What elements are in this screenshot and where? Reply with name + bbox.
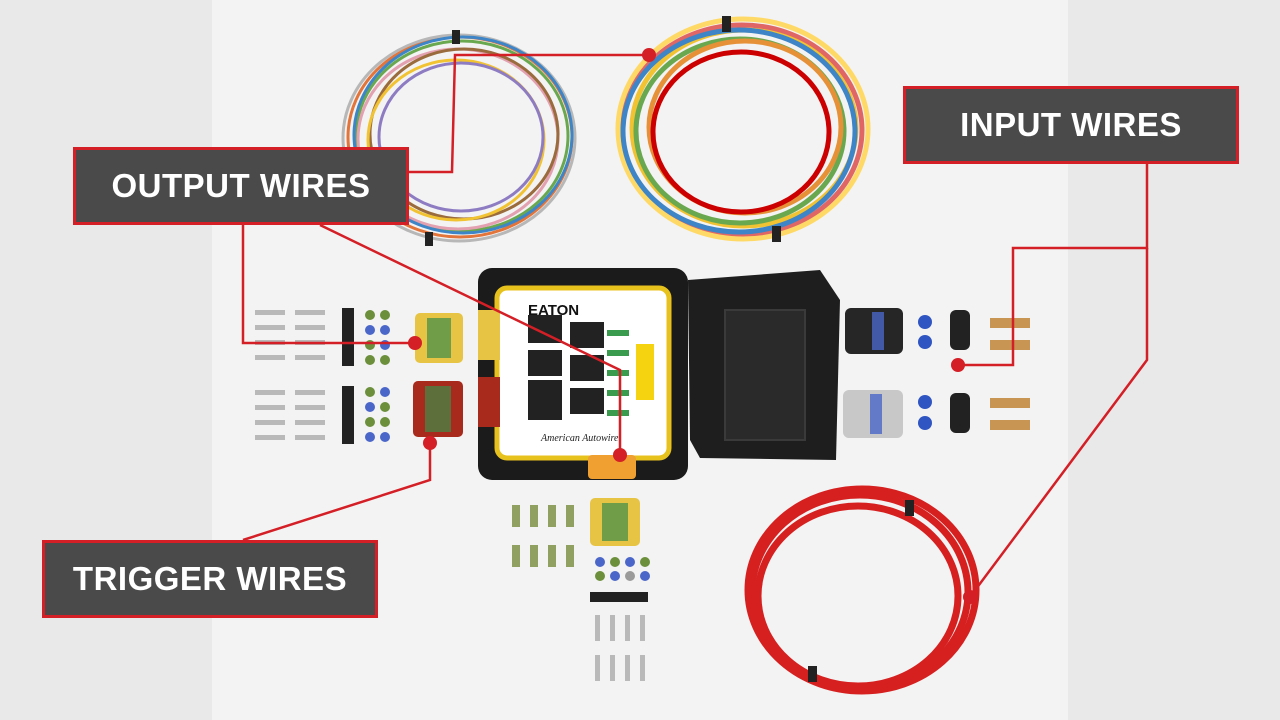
terminal-pins-left [255,308,354,444]
input-leader-to-coil [968,248,1149,598]
wire-seals-left [365,310,390,442]
red-power-wire-coil [744,485,980,695]
output-wires-label: OUTPUT WIRES [111,167,371,204]
relay-fuse-module [478,268,688,480]
trigger-leader [242,443,432,542]
maker-label: American Autowire [540,433,619,444]
trigger-wires-callout: TRIGGER WIRES [42,540,378,618]
input-leader-to-connector [958,164,1149,367]
trigger-wires-label: TRIGGER WIRES [72,560,348,597]
input-wires-callout: INPUT WIRES [903,86,1239,164]
heavy-wire-coil [615,16,871,242]
module-lid [688,270,840,460]
output-wire-coil [341,30,577,246]
input-wires-label: INPUT WIRES [960,106,1182,143]
leader-dots [408,48,977,604]
output-leader-to-module [319,223,622,455]
output-leader-to-coil [409,53,649,174]
output-wires-callout: OUTPUT WIRES [73,147,409,225]
bottom-connector-kit [512,498,650,681]
input-connectors [843,308,1030,438]
eaton-logo: EATON [528,302,579,319]
output-leader-to-connector [241,225,415,345]
trigger-connectors [413,310,500,437]
leader-lines [241,53,1149,598]
